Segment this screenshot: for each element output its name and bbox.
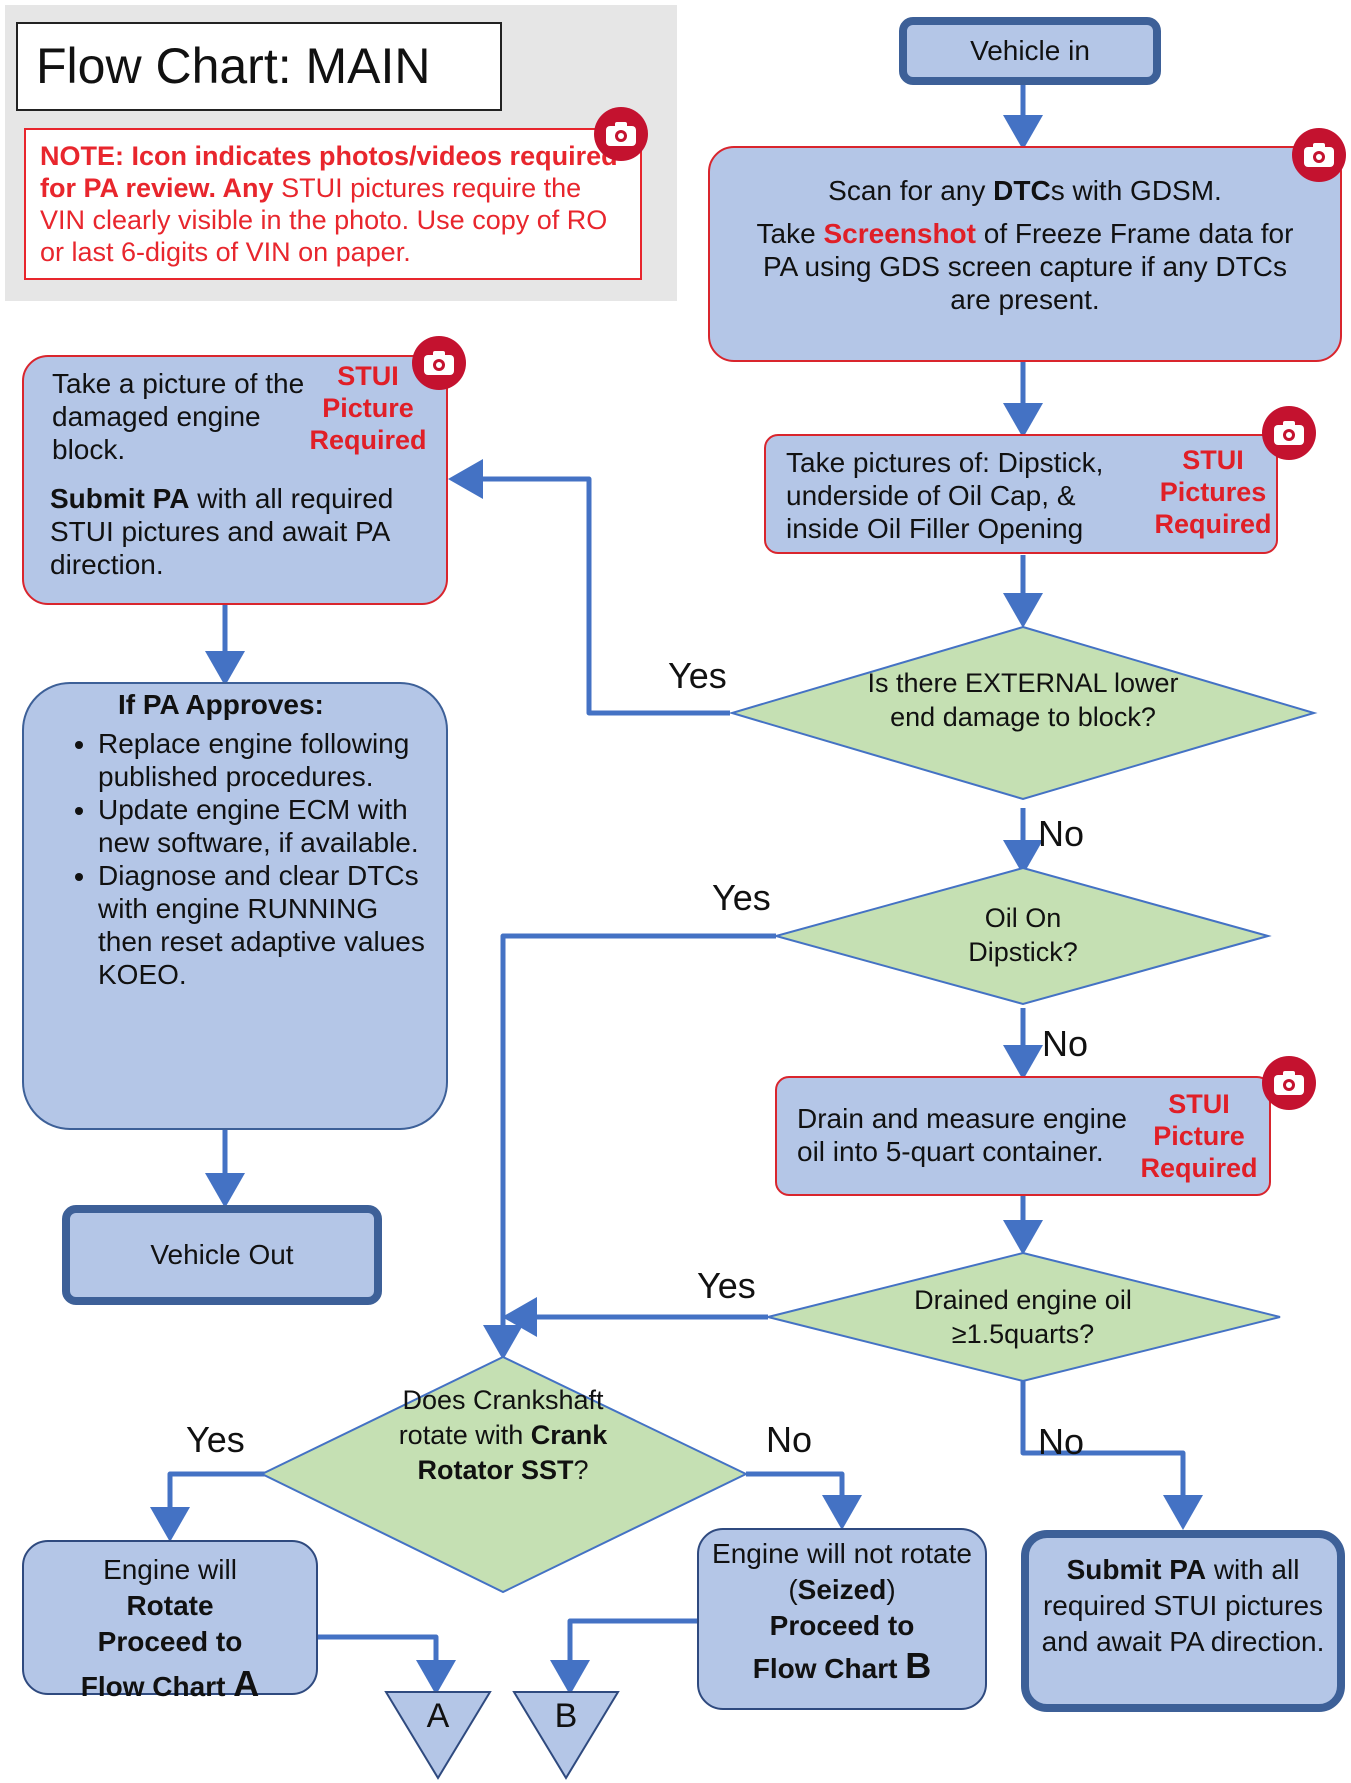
connector-a-label: A [426, 1697, 450, 1735]
approve-heading: If PA Approves: [118, 689, 324, 720]
stui-picture-required: STUI Picture Required [309, 361, 427, 455]
label-no: No [1038, 1421, 1085, 1462]
arrow-dipstick-yes-to-crank [483, 933, 776, 1360]
vehicle-out-node: Vehicle Out [62, 1205, 382, 1305]
scan-text-rest: of Freeze Frame data for PA using GDS sc… [763, 218, 1294, 315]
note-text: STUI pictures require the VIN clearly vi… [40, 173, 608, 267]
scan-line-1: Scan for any DTCs with GDSM. [740, 174, 1310, 207]
connector-b-shape [512, 1691, 620, 1780]
seized-text-3: ) [886, 1574, 896, 1605]
vehicle-out-label: Vehicle Out [150, 1239, 294, 1270]
label-no: No [1042, 1023, 1089, 1064]
note-box: NOTE: Icon indicates photos/videos requi… [24, 128, 642, 280]
damaged-block-text: Take a picture of the damaged engine blo… [52, 368, 305, 465]
submit-pa-bold-a: Submit PA [50, 483, 190, 514]
decision-dipstick-text: Oil On Dipstick? [968, 903, 1078, 967]
seized-line-1: Engine will not rotate (Seized) [699, 1536, 985, 1608]
submit-pa-rest-b: with all required STUI pictures and awai… [1041, 1554, 1325, 1657]
take-pictures-text: Take pictures of: Dipstick, underside of… [786, 447, 1104, 544]
stui-picture-required: STUI Picture Required [1140, 1089, 1258, 1183]
label-no: No [766, 1419, 813, 1460]
arrow-rotate-to-a [318, 1634, 456, 1695]
scan-text-take: Take [756, 218, 824, 249]
crank-q-part-3: ? [573, 1455, 589, 1485]
decision-drained-shape [767, 1251, 1281, 1383]
seized-node: Engine will not rotate (Seized) Proceed … [697, 1528, 987, 1710]
decision-crank-shape [259, 1355, 749, 1594]
decision-drained-text: Drained engine oil ≥1.5quarts? [914, 1285, 1132, 1349]
scan-text-screenshot: Screenshot [823, 218, 976, 249]
damaged-block-node: Take a picture of the damaged engine blo… [22, 355, 448, 605]
vehicle-in-label: Vehicle in [970, 35, 1090, 66]
camera-icon [1262, 1056, 1316, 1110]
seized-letter-b: B [905, 1645, 932, 1686]
label-no: No [1038, 813, 1085, 854]
crank-q-part-1: Does Crankshaft rotate with [398, 1385, 604, 1450]
approve-node: If PA Approves: Replace engine following… [22, 682, 448, 1130]
decision-external-shape [728, 625, 1318, 801]
label-yes: Yes [712, 877, 771, 918]
submit-pa-rest-a: with all required STUI pictures and awai… [50, 483, 394, 580]
scan-text-c: s with GDSM. [1050, 175, 1222, 206]
label-yes: Yes [186, 1419, 245, 1460]
seized-text-2: Seized [797, 1574, 887, 1605]
scan-text-a: Scan for any [828, 175, 994, 206]
rotate-flow-chart: Flow Chart [80, 1671, 226, 1702]
crank-q-part-2: Crank Rotator SST [417, 1420, 608, 1485]
connector-a-shape [384, 1691, 492, 1780]
arrow-external-yes-to-damaged [448, 459, 730, 716]
take-pictures-node: Take pictures of: Dipstick, underside of… [764, 434, 1278, 554]
decision-external-text: Is there EXTERNAL lower end damage to bl… [867, 668, 1179, 732]
rotate-line-2: Rotate [126, 1590, 214, 1621]
arrow-crank-no-to-seized [746, 1471, 862, 1530]
stui-pictures-required: STUI Pictures Required [1154, 445, 1272, 539]
label-yes: Yes [697, 1265, 756, 1306]
drain-text: Drain and measure engine oil into 5-quar… [797, 1103, 1127, 1167]
rotate-node: Engine will Rotate Proceed to Flow Chart… [22, 1540, 318, 1702]
camera-icon [412, 336, 466, 390]
seized-flow-chart: Flow Chart [752, 1653, 898, 1684]
approve-list: Replace engine following published proce… [38, 727, 426, 991]
connector-b-label: B [554, 1697, 578, 1735]
approve-item: Diagnose and clear DTCs with engine RUNN… [98, 859, 426, 991]
camera-icon [594, 107, 648, 161]
submit-pa-bold-b: Submit PA [1066, 1554, 1207, 1585]
seized-text-1: Engine will not rotate ( [712, 1538, 972, 1605]
approve-item: Update engine ECM with new software, if … [98, 793, 426, 859]
seized-line-2: Proceed to [769, 1610, 915, 1641]
arrow-seized-to-b [550, 1618, 697, 1695]
scan-line-2: Take Screenshot of Freeze Frame data for… [740, 217, 1310, 316]
arrow-drained-no-to-submit [1020, 1378, 1203, 1530]
camera-icon [1262, 406, 1316, 460]
vehicle-in-node: Vehicle in [899, 17, 1161, 85]
rotate-line-3: Proceed to [97, 1626, 243, 1657]
rotate-line-1: Engine will [103, 1554, 237, 1585]
page-title: Flow Chart: MAIN [16, 22, 502, 111]
arrow-crank-yes-to-rotate [150, 1471, 298, 1542]
label-yes: Yes [668, 655, 727, 696]
camera-icon [1292, 128, 1346, 182]
rotate-line-4: Flow Chart A [24, 1666, 316, 1705]
approve-item: Replace engine following published proce… [98, 727, 426, 793]
scan-text-dtc: DTC [993, 175, 1051, 206]
seized-line-3: Flow Chart B [699, 1648, 985, 1687]
drain-node: Drain and measure engine oil into 5-quar… [775, 1076, 1271, 1196]
submit-pa-node: Submit PA with all required STUI picture… [1021, 1530, 1345, 1712]
decision-crank-text: Does Crankshaft rotate with Crank Rotato… [388, 1383, 618, 1488]
submit-pa-text-a: Submit PA with all required STUI picture… [50, 482, 430, 581]
decision-dipstick-shape [772, 866, 1272, 1006]
note-bold-text: NOTE: Icon indicates photos/videos requi… [40, 141, 618, 203]
rotate-letter-a: A [233, 1663, 260, 1704]
scan-node: Scan for any DTCs with GDSM. Take Screen… [708, 146, 1342, 362]
